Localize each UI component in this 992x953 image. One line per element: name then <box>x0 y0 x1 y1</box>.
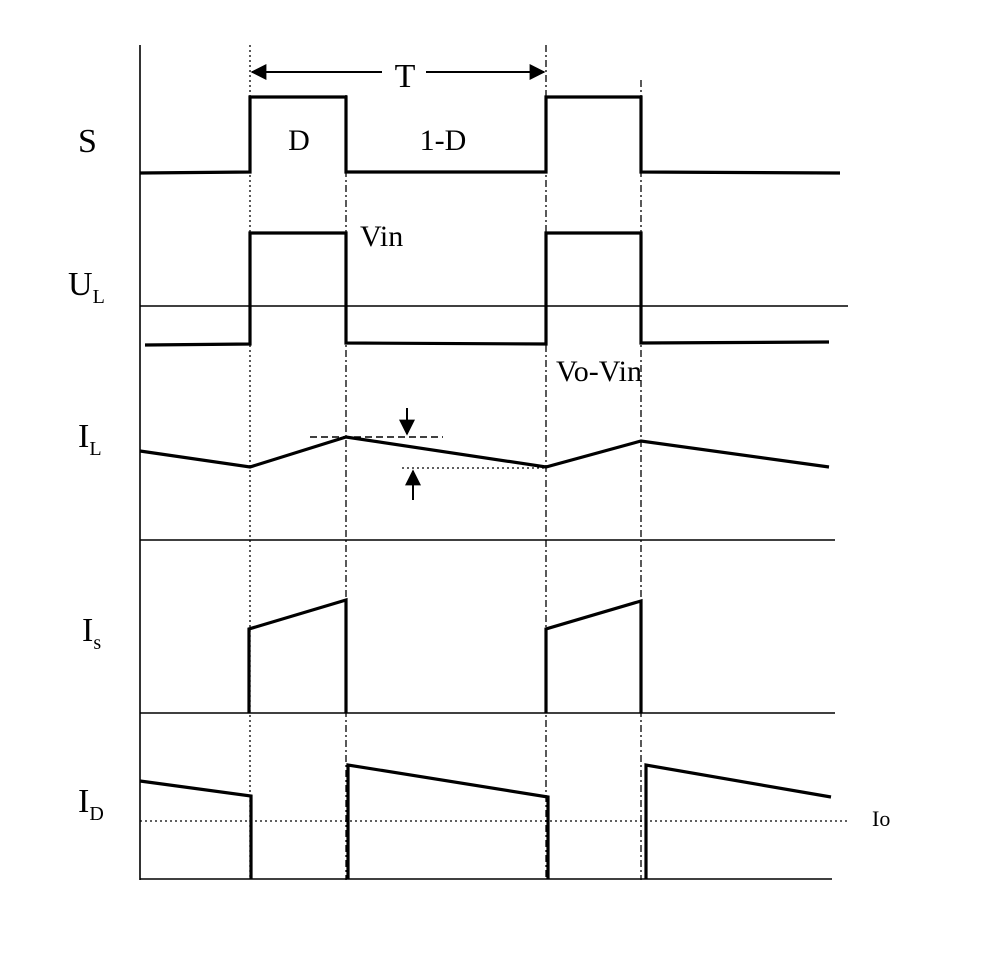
io-label: Io <box>872 806 890 831</box>
switch-signal-waveform <box>139 95 841 175</box>
inductor-current-waveform <box>139 435 830 469</box>
signal-label-ul: UL <box>68 266 105 308</box>
vin-label: Vin <box>360 220 403 253</box>
switch-current-waveform-2 <box>544 598 643 713</box>
diode-current-waveform-3 <box>644 763 832 879</box>
duty-label: D <box>288 124 310 157</box>
period-label: T <box>395 58 416 95</box>
vo-vin-label: Vo-Vin <box>556 355 642 388</box>
signal-label-il: IL <box>78 418 102 460</box>
diode-current-waveform-1 <box>139 779 253 879</box>
inductor-voltage-waveform <box>144 231 830 347</box>
switch-current-waveform-1 <box>247 597 348 713</box>
diode-current-waveform-2 <box>346 763 550 879</box>
signal-label-s: S <box>78 123 97 160</box>
signal-label-id: ID <box>78 783 104 825</box>
off-duty-label: 1-D <box>420 124 467 157</box>
signal-label-is: Is <box>82 612 101 654</box>
